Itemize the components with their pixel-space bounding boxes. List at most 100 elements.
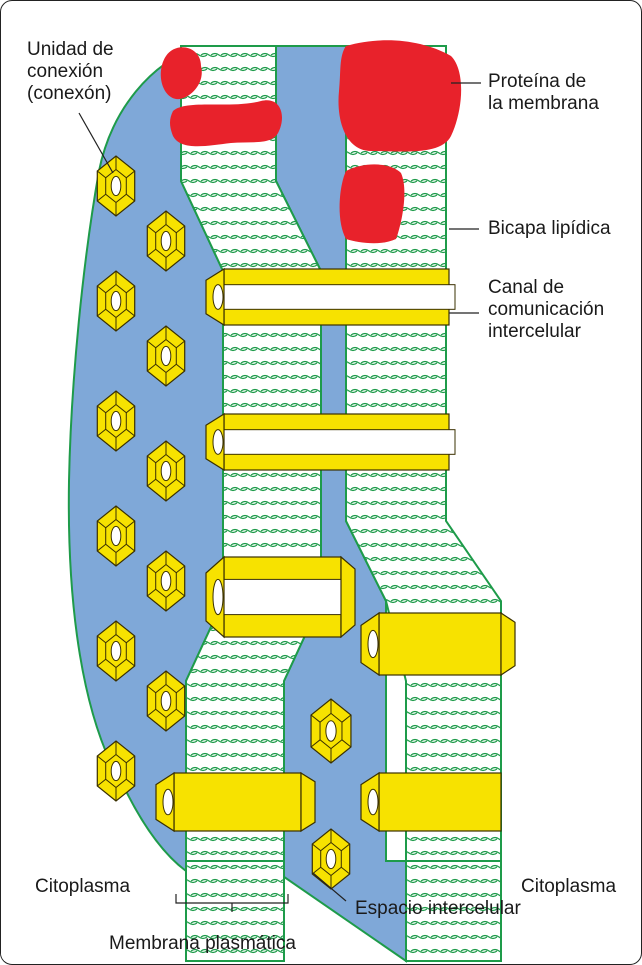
lipid-tail bbox=[461, 194, 477, 197]
lipid-tail bbox=[501, 572, 517, 575]
lipid-tail bbox=[481, 418, 497, 421]
lipid-tail bbox=[461, 236, 477, 239]
lipid-tail bbox=[501, 530, 517, 533]
lipid-tail bbox=[481, 348, 497, 351]
lipid-tail bbox=[511, 670, 527, 673]
lipid-tail bbox=[511, 698, 527, 701]
lipid-tail bbox=[501, 950, 517, 953]
lipid-tail bbox=[511, 194, 527, 197]
lipid-tail bbox=[511, 446, 527, 449]
channel-line-1: Canal de bbox=[488, 277, 604, 299]
lipid-tail bbox=[511, 152, 527, 155]
lipid-tail bbox=[471, 54, 487, 57]
lipid-tail bbox=[501, 250, 517, 253]
lipid-tail bbox=[501, 208, 517, 211]
channel-end-pore bbox=[213, 430, 223, 455]
lipid-tail bbox=[501, 418, 517, 421]
lipid-tail bbox=[501, 586, 517, 589]
lipid-tail bbox=[461, 362, 477, 365]
lipid-tail bbox=[391, 852, 407, 855]
lipid-tail bbox=[391, 740, 407, 743]
lipid-tail bbox=[461, 110, 477, 113]
connexon-unit-label: Unidad de conexión (conexón) bbox=[27, 39, 114, 105]
lipid-tail bbox=[391, 698, 407, 701]
lipid-tail bbox=[511, 138, 527, 141]
lipid-tail bbox=[491, 474, 507, 477]
lipid-tail bbox=[491, 194, 507, 197]
lipid-tail bbox=[481, 404, 497, 407]
lipid-tail bbox=[501, 180, 517, 183]
lipid-tail bbox=[491, 446, 507, 449]
lipid-tail bbox=[511, 502, 527, 505]
lipid-tail bbox=[461, 516, 477, 519]
lipid-tail bbox=[511, 600, 527, 603]
lipid-tail bbox=[501, 740, 517, 743]
lipid-tail bbox=[471, 278, 487, 281]
lipid-tail bbox=[511, 180, 527, 183]
lipid-tail bbox=[511, 684, 527, 687]
lipid-tail bbox=[511, 558, 527, 561]
lipid-tail bbox=[461, 488, 477, 491]
lipid-tail bbox=[501, 432, 517, 435]
lipid-tail bbox=[511, 474, 527, 477]
lipid-tail bbox=[461, 348, 477, 351]
lipid-tail bbox=[501, 138, 517, 141]
membrane-protein-4 bbox=[340, 164, 405, 243]
lipid-tail bbox=[511, 530, 527, 533]
lipid-tail bbox=[391, 684, 407, 687]
lipid-tail bbox=[511, 740, 527, 743]
lipid-tail bbox=[501, 516, 517, 519]
lipid-tail bbox=[461, 334, 477, 337]
lipid-tail bbox=[511, 460, 527, 463]
lipid-tail bbox=[451, 488, 467, 491]
lipid-tail bbox=[461, 278, 477, 281]
lipid-tail bbox=[501, 754, 517, 757]
lipid-tail bbox=[511, 950, 527, 953]
lipid-tail bbox=[471, 348, 487, 351]
lipid-tail bbox=[451, 208, 467, 211]
lipid-tail bbox=[341, 936, 357, 939]
lipid-tail bbox=[501, 390, 517, 393]
lipid-tail bbox=[501, 502, 517, 505]
lipid-tail bbox=[481, 362, 497, 365]
lipid-tail bbox=[471, 474, 487, 477]
lipid-tail bbox=[481, 208, 497, 211]
lipid-tail bbox=[451, 376, 467, 379]
lipid-tail bbox=[491, 348, 507, 351]
lipid-tail bbox=[451, 390, 467, 393]
lipid-tail bbox=[461, 418, 477, 421]
lipid-tail bbox=[481, 250, 497, 253]
lipid-tail bbox=[481, 446, 497, 449]
lipid-tail bbox=[451, 320, 467, 323]
lipid-tail bbox=[391, 712, 407, 715]
lipid-tail bbox=[461, 404, 477, 407]
membrane-protein-label: Proteína de la membrana bbox=[488, 71, 599, 115]
lipid-tail bbox=[491, 544, 507, 547]
lipid-tail bbox=[501, 474, 517, 477]
lipid-tail bbox=[511, 754, 527, 757]
connexon-pore bbox=[161, 571, 171, 590]
plasma-membrane-label: Membrana plasmática bbox=[109, 933, 296, 955]
lipid-tail bbox=[461, 152, 477, 155]
lipid-tail bbox=[481, 376, 497, 379]
lipid-tail bbox=[451, 54, 467, 57]
membrane-protein-2 bbox=[170, 100, 282, 146]
lipid-tail bbox=[501, 824, 517, 827]
lipid-tail bbox=[471, 152, 487, 155]
lipid-tail bbox=[511, 768, 527, 771]
lipid-tail bbox=[491, 54, 507, 57]
lipid-tail bbox=[451, 264, 467, 267]
lipid-tail bbox=[451, 166, 467, 169]
lipid-tail bbox=[451, 502, 467, 505]
lipid-tail bbox=[491, 250, 507, 253]
lipid-tail bbox=[511, 782, 527, 785]
lipid-tail bbox=[491, 530, 507, 533]
lipid-tail bbox=[501, 152, 517, 155]
lipid-tail bbox=[461, 180, 477, 183]
lipid-tail bbox=[501, 726, 517, 729]
lipid-tail bbox=[461, 320, 477, 323]
lipid-tail bbox=[511, 810, 527, 813]
lipid-tail bbox=[491, 138, 507, 141]
lipid-bilayer-label: Bicapa lipídica bbox=[488, 218, 611, 240]
